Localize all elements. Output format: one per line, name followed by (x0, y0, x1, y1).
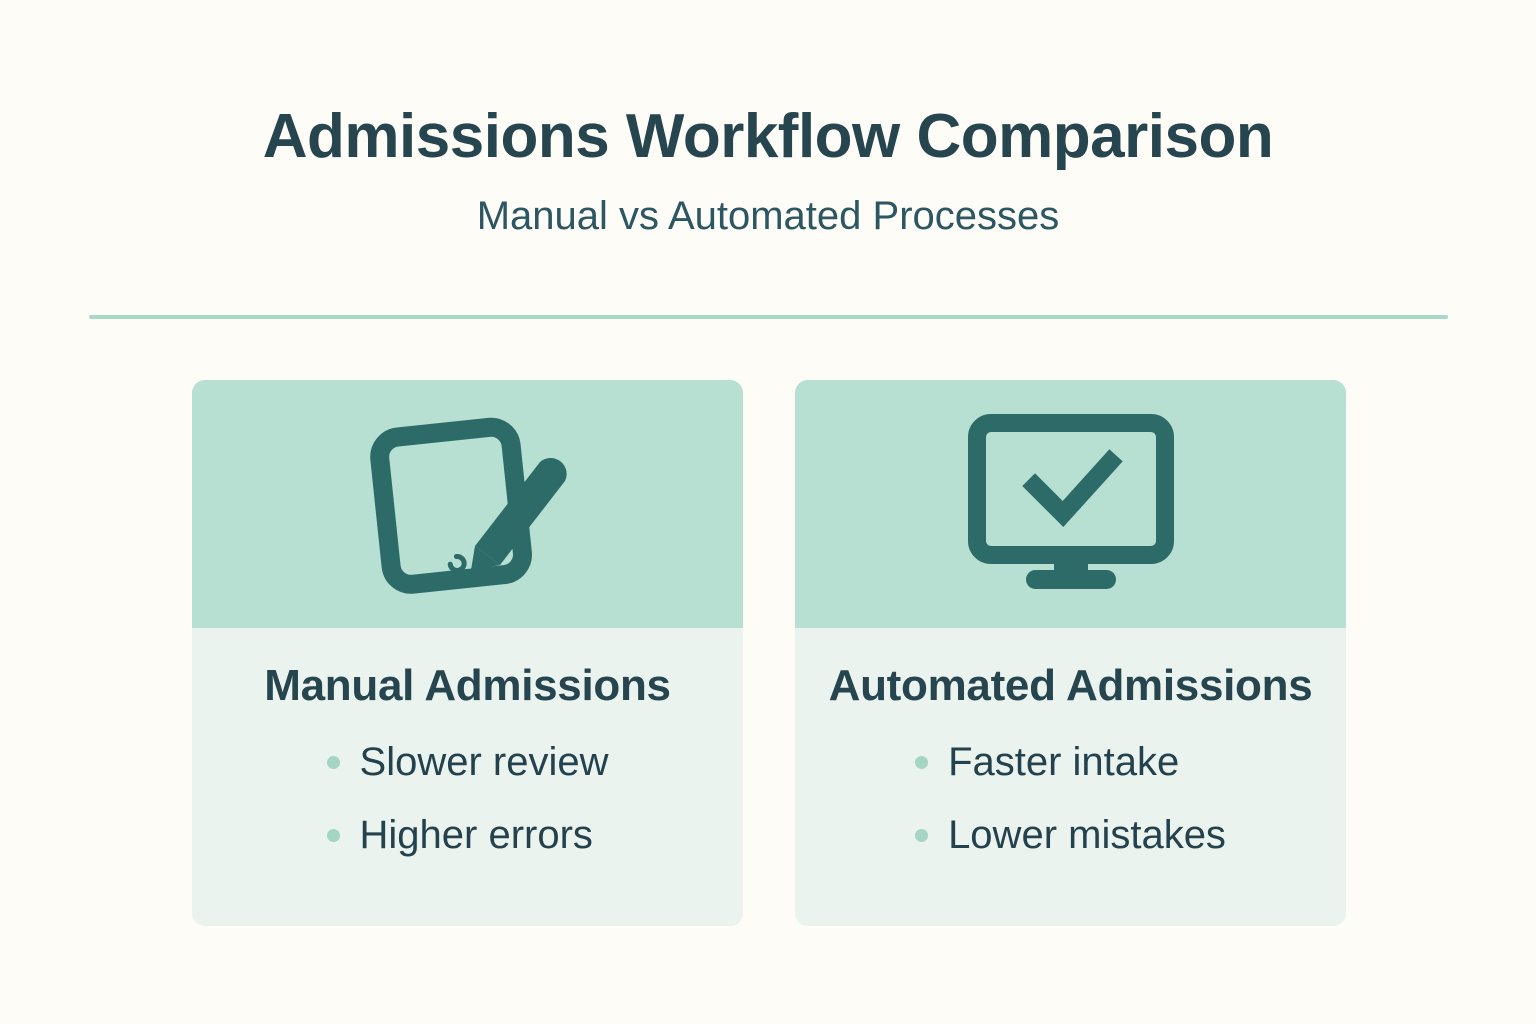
bullet-dot-icon (326, 756, 340, 770)
card-manual-admissions: Manual Admissions Slower review Higher e… (192, 380, 743, 926)
bullet-label: Higher errors (359, 813, 593, 858)
page-subtitle: Manual vs Automated Processes (476, 194, 1060, 239)
card-body-automated: Automated Admissions Faster intake Lower… (795, 628, 1346, 926)
card-icon-panel-automated (795, 380, 1346, 628)
list-item: Higher errors (326, 813, 609, 858)
bullet-label: Lower mistakes (948, 813, 1226, 858)
list-item: Slower review (326, 740, 609, 785)
bullet-label: Faster intake (948, 740, 1180, 785)
comparison-cards: Manual Admissions Slower review Higher e… (0, 380, 1536, 926)
tablet-pencil-icon (363, 404, 573, 604)
bullet-label: Slower review (359, 740, 609, 785)
bullet-dot-icon (915, 829, 929, 843)
bullet-dot-icon (326, 829, 340, 843)
list-item: Lower mistakes (915, 813, 1226, 858)
page-title: Admissions Workflow Comparison (262, 102, 1274, 171)
card-title-manual: Manual Admissions (264, 661, 671, 710)
card-body-manual: Manual Admissions Slower review Higher e… (192, 628, 743, 926)
header-divider (89, 315, 1448, 319)
bullet-list-manual: Slower review Higher errors (326, 740, 609, 858)
monitor-check-icon (964, 414, 1178, 594)
list-item: Faster intake (915, 740, 1226, 785)
card-icon-panel-manual (192, 380, 743, 628)
bullet-dot-icon (915, 756, 929, 770)
card-automated-admissions: Automated Admissions Faster intake Lower… (795, 380, 1346, 926)
bullet-list-automated: Faster intake Lower mistakes (915, 740, 1226, 858)
card-title-automated: Automated Admissions (828, 661, 1313, 710)
header: Admissions Workflow Comparison Manual vs… (0, 0, 1536, 239)
